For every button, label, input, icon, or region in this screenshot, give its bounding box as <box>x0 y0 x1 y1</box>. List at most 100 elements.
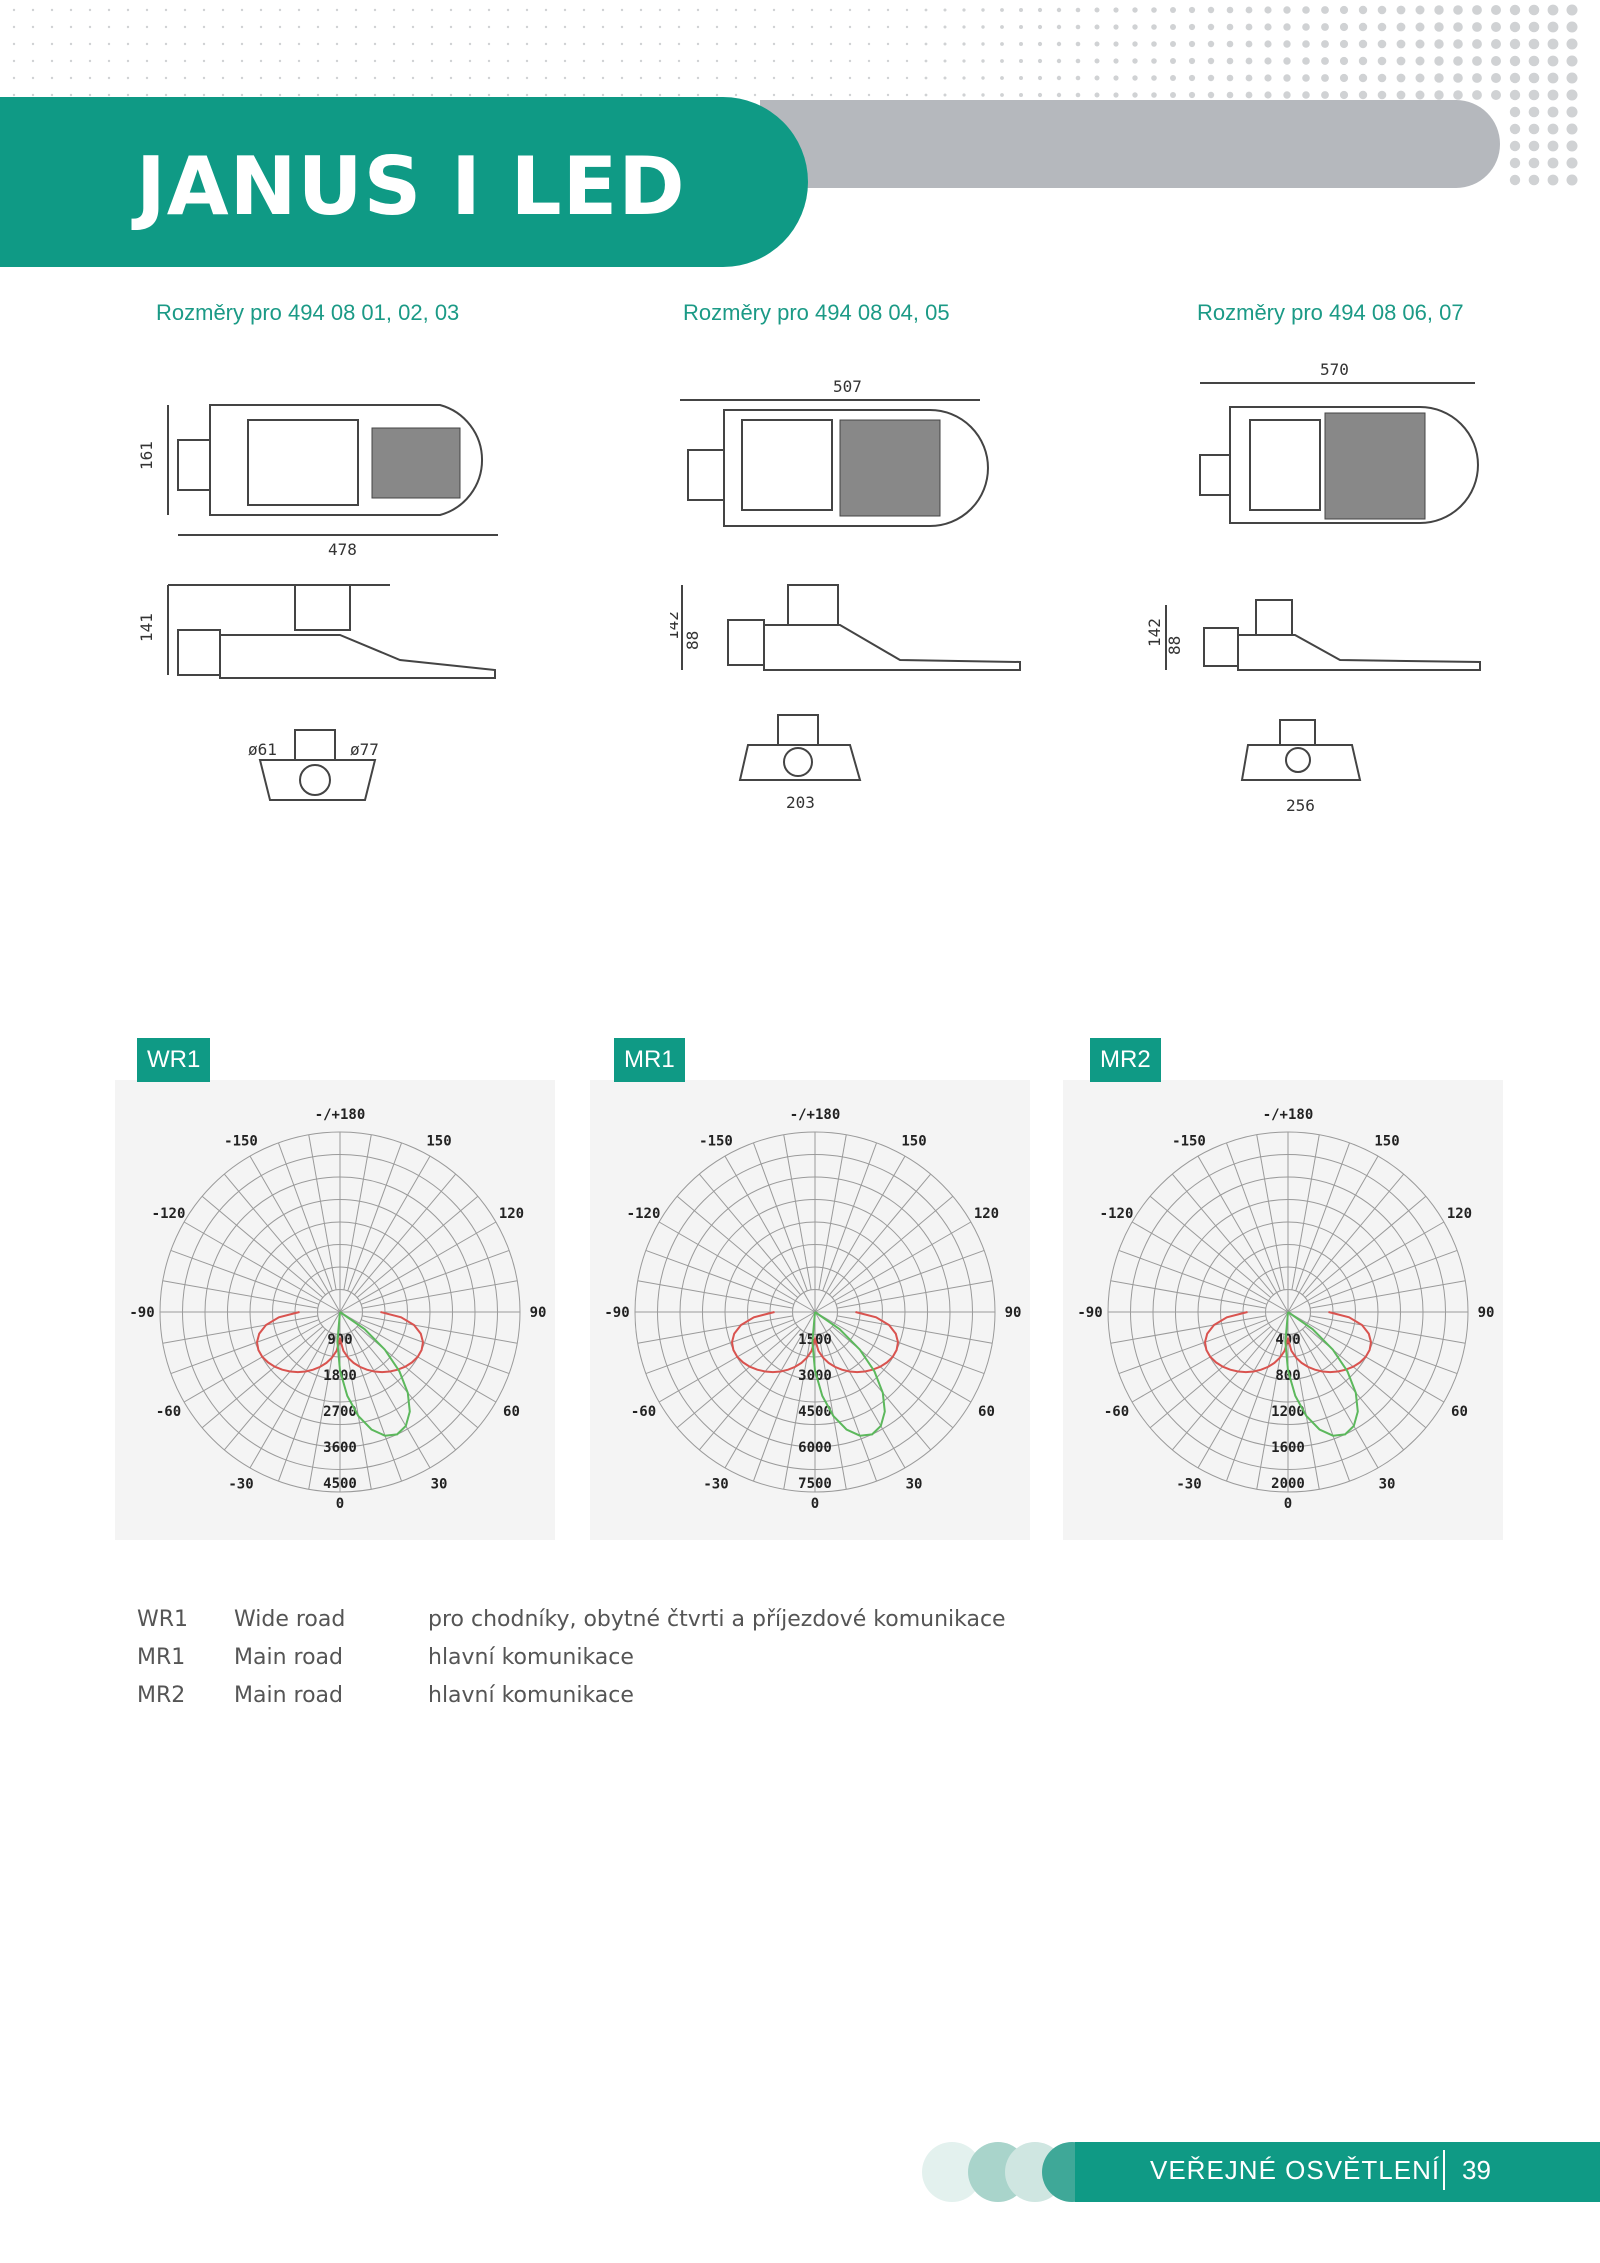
dim-88-a: 88 <box>683 631 702 650</box>
legend-code: MR1 <box>137 1644 186 1670</box>
curve-c0 <box>730 1311 900 1374</box>
angle-label: -/+180 <box>790 1107 841 1123</box>
curve-c90 <box>1284 1311 1359 1437</box>
legend-name: Main road <box>234 1644 343 1670</box>
dimension-drawing-2: 507 142 88 203 <box>670 377 1021 812</box>
ring-label: 1800 <box>323 1368 357 1384</box>
dimension-drawing-3: 570 142 88 256 <box>1145 360 1481 815</box>
dim-507: 507 <box>833 377 862 396</box>
angle-label: 60 <box>1451 1404 1468 1420</box>
caption-3: Rozměry pro 494 08 06, 07 <box>1197 300 1464 325</box>
dim-142-b: 142 <box>1145 618 1164 647</box>
header-title-bar <box>0 97 808 267</box>
polar-background <box>590 1080 1030 1540</box>
footer-section: VEŘEJNÉ OSVĚTLENÍ <box>1150 2155 1441 2185</box>
dim-161: 161 <box>140 441 156 470</box>
caption-1: Rozměry pro 494 08 01, 02, 03 <box>156 300 460 325</box>
ring-label: 1600 <box>1271 1440 1305 1456</box>
angle-label: 150 <box>1374 1134 1399 1150</box>
polar-background <box>115 1080 555 1540</box>
header-gray-bar <box>760 100 1500 188</box>
legend-desc: hlavní komunikace <box>428 1644 634 1670</box>
angle-label: -60 <box>631 1404 656 1420</box>
dim-141: 141 <box>140 613 156 642</box>
page-number: 39 <box>1462 2155 1491 2185</box>
angle-label: 120 <box>974 1206 999 1222</box>
angle-label: 90 <box>530 1305 547 1321</box>
angle-label: -120 <box>1100 1206 1134 1222</box>
dimension-drawing-1: 161 478 141 ø61 ø77 <box>140 404 498 801</box>
angle-label: 90 <box>1005 1305 1022 1321</box>
angle-label: 30 <box>906 1476 923 1492</box>
ring-label: 4500 <box>323 1476 357 1492</box>
ring-label: 3000 <box>798 1368 832 1384</box>
ring-label: 800 <box>1275 1368 1300 1384</box>
angle-label: 120 <box>1447 1206 1472 1222</box>
angle-label: -150 <box>699 1134 733 1150</box>
legend-name: Main road <box>234 1682 343 1708</box>
page-title: JANUS I LED <box>136 140 686 233</box>
ring-label: 2700 <box>323 1404 357 1420</box>
dim-142-a: 142 <box>670 611 682 640</box>
tag-mr1: MR1 <box>614 1038 685 1082</box>
angle-label: 30 <box>431 1476 448 1492</box>
angle-label: -150 <box>224 1134 258 1150</box>
dim-88-b: 88 <box>1165 636 1184 655</box>
dot-pattern <box>12 4 1578 186</box>
angle-label: -30 <box>1176 1476 1201 1492</box>
angle-label: 60 <box>503 1404 520 1420</box>
angle-label: 150 <box>901 1134 926 1150</box>
footer-separator <box>1443 2150 1445 2190</box>
legend-code: WR1 <box>137 1606 189 1632</box>
footer-bar <box>1075 2142 1600 2202</box>
legend-code: MR2 <box>137 1682 186 1708</box>
caption-2: Rozměry pro 494 08 04, 05 <box>683 300 950 325</box>
angle-label: 0 <box>811 1496 819 1512</box>
angle-label: 120 <box>499 1206 524 1222</box>
curve-c0 <box>255 1311 425 1374</box>
legend-name: Wide road <box>234 1606 346 1632</box>
dim-478: 478 <box>328 540 357 559</box>
legend-desc: pro chodníky, obytné čtvrti a příjezdové… <box>428 1606 1006 1632</box>
legend-desc: hlavní komunikace <box>428 1682 634 1708</box>
angle-label: -60 <box>1104 1404 1129 1420</box>
angle-label: -120 <box>152 1206 186 1222</box>
tag-wr1: WR1 <box>137 1038 211 1082</box>
legend-row: WR1 Wide road pro chodníky, obytné čtvrt… <box>137 1600 1006 1638</box>
dim-203: 203 <box>786 793 815 812</box>
polar-grid <box>1107 1131 1469 1493</box>
angle-label: -90 <box>129 1305 154 1321</box>
angle-label: 0 <box>336 1496 344 1512</box>
angle-label: -90 <box>1077 1305 1102 1321</box>
dim-dia61: ø61 <box>248 740 277 759</box>
ring-label: 4500 <box>798 1404 832 1420</box>
ring-label: 3600 <box>323 1440 357 1456</box>
dim-570: 570 <box>1320 360 1349 379</box>
ring-label: 6000 <box>798 1440 832 1456</box>
ring-label: 7500 <box>798 1476 832 1492</box>
angle-label: 0 <box>1284 1496 1292 1512</box>
tag-mr2: MR2 <box>1090 1038 1161 1082</box>
ring-label: 1200 <box>1271 1404 1305 1420</box>
curve-c90 <box>811 1311 886 1437</box>
legend-table: WR1 Wide road pro chodníky, obytné čtvrt… <box>137 1600 1006 1714</box>
angle-label: 150 <box>426 1134 451 1150</box>
angle-label: -/+180 <box>315 1107 366 1123</box>
legend-row: MR2 Main road hlavní komunikace <box>137 1676 1006 1714</box>
legend-row: MR1 Main road hlavní komunikace <box>137 1638 1006 1676</box>
curve-c90 <box>336 1311 411 1437</box>
angle-label: -150 <box>1172 1134 1206 1150</box>
dim-dia77: ø77 <box>350 740 379 759</box>
angle-label: -60 <box>156 1404 181 1420</box>
angle-label: -30 <box>228 1476 253 1492</box>
polar-background <box>1063 1080 1503 1540</box>
angle-label: 90 <box>1478 1305 1495 1321</box>
angle-label: -120 <box>627 1206 661 1222</box>
ring-label: 2000 <box>1271 1476 1305 1492</box>
angle-label: -/+180 <box>1263 1107 1314 1123</box>
dim-256: 256 <box>1286 796 1315 815</box>
angle-label: 30 <box>1379 1476 1396 1492</box>
